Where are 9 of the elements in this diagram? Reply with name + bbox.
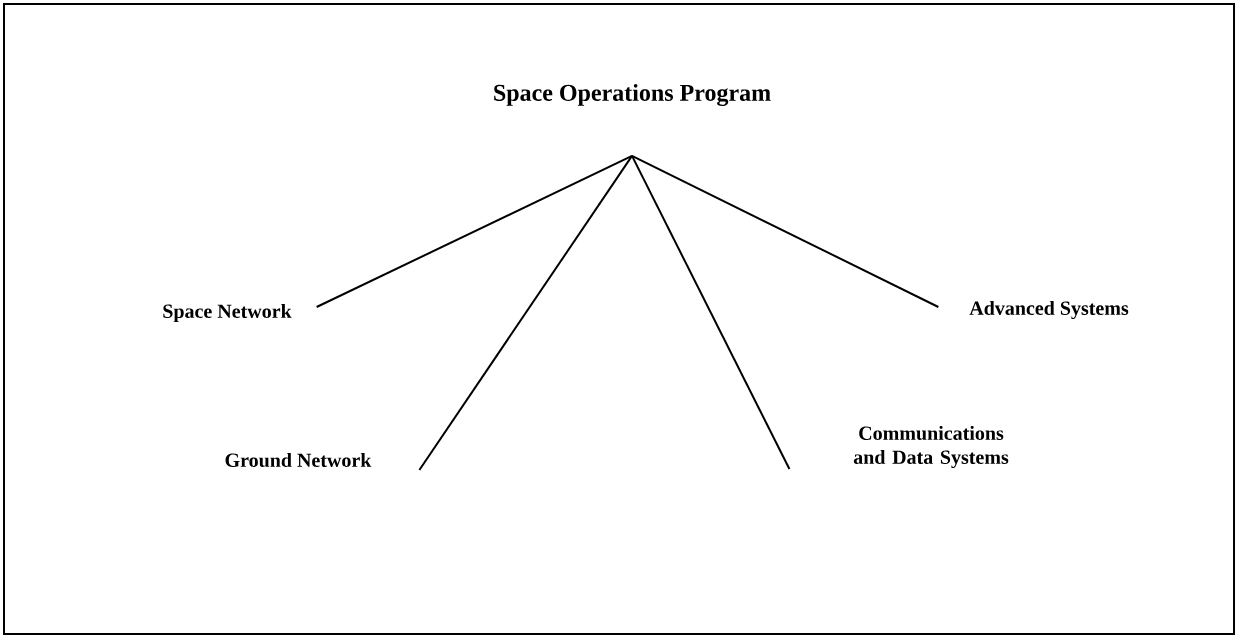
connector-line <box>315 154 633 308</box>
connector-line <box>631 154 791 470</box>
title: Space Operations Program <box>494 84 771 106</box>
connector-line <box>418 154 633 471</box>
branch-label: Communications and Data Systems <box>853 425 1009 469</box>
branch-label: Ground Network <box>225 452 372 468</box>
branch-label: Space Network <box>163 303 292 323</box>
branch-label: Advanced Systems <box>969 300 1129 320</box>
connector-line <box>631 154 940 308</box>
